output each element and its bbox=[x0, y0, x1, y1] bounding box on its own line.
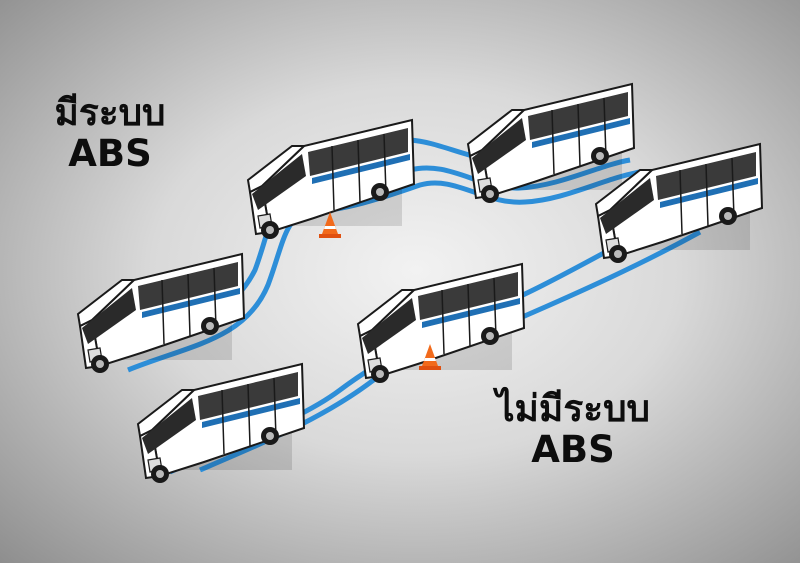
minibus-icon bbox=[357, 263, 525, 384]
label-with-abs: มีระบบ ABS bbox=[40, 92, 180, 175]
label-with-abs-line2: ABS bbox=[68, 132, 152, 176]
label-without-abs-line2: ABS bbox=[531, 428, 615, 472]
minibus-icon bbox=[77, 253, 245, 374]
label-without-abs-line1: ไม่มีระบบ bbox=[495, 387, 651, 430]
label-without-abs: ไม่มีระบบ ABS bbox=[488, 388, 658, 471]
minibus-icon bbox=[467, 83, 635, 204]
minibus-icon bbox=[137, 363, 305, 484]
label-with-abs-line1: มีระบบ bbox=[54, 91, 166, 134]
